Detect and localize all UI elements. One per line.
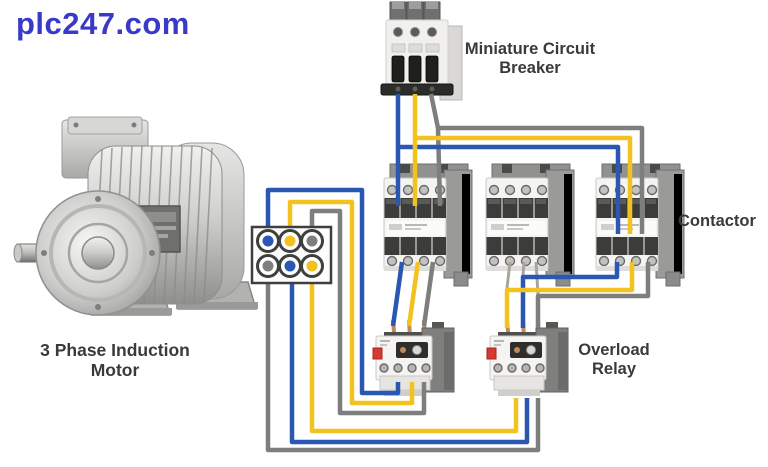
wire-blue-contactor1-to-relay1 bbox=[390, 261, 405, 327]
wire-gray-contactor3-to-relay2 bbox=[535, 262, 651, 328]
wire-stub-contactor2-2 bbox=[521, 261, 526, 276]
terminal-dot bbox=[306, 235, 318, 247]
motor-terminal-block bbox=[250, 225, 333, 285]
wire-blue-contactor3-to-relay2 bbox=[520, 262, 620, 328]
wire-stub-contactor2-1 bbox=[505, 261, 512, 289]
terminal-dot bbox=[284, 260, 296, 272]
wire-blue-mcb-to-contactor3 bbox=[398, 144, 621, 234]
terminal-dot bbox=[284, 235, 296, 247]
wire-gray-contactor1-to-relay1 bbox=[421, 261, 436, 327]
overload-relay-label: Overload Relay bbox=[578, 341, 650, 379]
wire-yellow-contactor1-to-relay1 bbox=[406, 261, 421, 327]
wire-yellow-block-to-relay1 bbox=[287, 199, 415, 406]
wire-blue-block-to-relay2 bbox=[289, 266, 530, 445]
wire-yellow-mcb-to-contactor3 bbox=[415, 135, 633, 234]
induction-motor-image bbox=[13, 116, 258, 316]
contactor-2 bbox=[485, 163, 575, 287]
wire-gray-block-to-relay1 bbox=[309, 208, 427, 416]
contactor-label: Contactor bbox=[678, 212, 756, 230]
wire-yellow-contactor3-to-relay2 bbox=[504, 262, 635, 328]
wire-gray-block-to-relay2 bbox=[265, 266, 541, 453]
overload-relay-2 bbox=[485, 318, 570, 398]
terminal-dot bbox=[262, 235, 274, 247]
wire-gray-mcb-to-contactor3 bbox=[438, 125, 645, 234]
site-logo: plc247.com bbox=[16, 6, 190, 41]
motor-label: 3 Phase Induction Motor bbox=[40, 340, 190, 381]
terminal-dot bbox=[262, 260, 274, 272]
breaker-label: Miniature Circuit Breaker bbox=[464, 40, 596, 78]
wire-blue-block-to-relay1 bbox=[265, 187, 401, 396]
wire-yellow-block-to-relay2 bbox=[309, 266, 519, 434]
wire-layer bbox=[265, 93, 651, 453]
terminal-dot bbox=[306, 260, 318, 272]
